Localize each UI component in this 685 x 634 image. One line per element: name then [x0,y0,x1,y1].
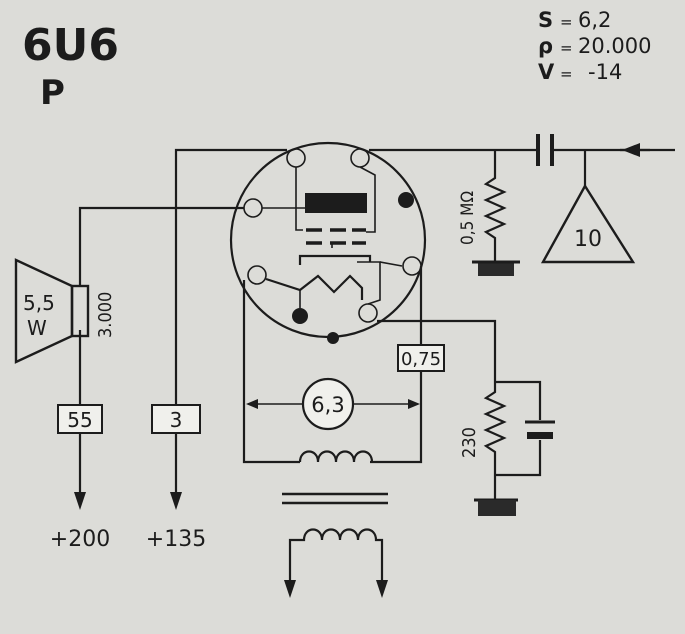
heater-transformer [282,450,388,598]
tube-cathode [298,254,372,265]
plate-supply-voltage: +200 [50,527,110,552]
cathode-ground-icon [474,498,518,516]
beam-plate-lead-right [359,166,376,233]
spec-symbol-rho: ρ [538,34,553,58]
tube-heater [265,274,364,300]
pin-right-lower [402,256,422,276]
spec-eq-rho: = [560,39,573,57]
spec-symbol-s: S [538,8,553,32]
heater-wire-right [370,266,423,464]
grid-ground-icon [478,262,514,276]
beam-plate-lead-left [295,167,303,231]
pin-bottom-right [358,303,378,323]
tube-envelope [229,141,427,339]
screen-supply-arrow-icon [170,492,182,510]
plate-current-box: 55 [57,404,103,434]
cathode-resistor-label: 230 [459,427,480,458]
bypass-cap-wire-top [495,380,542,420]
cathode-lead [357,261,381,305]
pin-unused-right [398,192,414,208]
tube-symbol [229,141,427,344]
speaker-power-unit: W [27,316,47,340]
grid-pin-lead [379,261,403,267]
tube-plate [305,193,367,213]
spec-value-v: -14 [588,60,622,84]
coupling-capacitor [536,134,554,166]
plate-wire [78,206,244,285]
pin-left-upper [243,198,263,218]
primary-arrow-left-icon [284,580,296,598]
primary-arrow-right-icon [376,580,388,598]
grid-resistor-label: 0,5 MΩ [458,191,478,245]
screen-supply-wire [174,148,287,495]
speaker-power-value: 5,5 [23,291,55,315]
heater-current: 0,75 [401,349,441,370]
spec-eq-v: = [560,65,573,83]
pin-top-right [350,148,370,168]
preamp-block: 10 [540,150,636,264]
spec-eq-s: = [560,13,573,31]
heater-wire-left [242,280,300,464]
screen-supply-voltage: +135 [146,527,206,552]
tube-subtitle: P [40,73,65,113]
transformer-secondary [298,450,374,463]
spec-value-rho: 20.000 [578,34,651,58]
pin-left-lower [247,265,267,285]
tube-name: 6U6 [22,20,119,71]
heater-voltage-dimension: 6,3 [246,377,420,431]
bypass-cap-wire-bottom [495,440,542,477]
preamp-gain: 10 [574,227,602,252]
spec-symbol-v: V [538,60,555,84]
pin-top-left [286,148,306,168]
input-arrow-icon [622,143,640,157]
transformer-primary [288,528,384,585]
screen-current: 3 [170,408,183,432]
plate-supply-arrow-icon [74,492,86,510]
speaker-impedance-label: 3.000 [95,292,116,338]
plate-current: 55 [67,408,92,432]
heater-voltage: 6,3 [311,393,344,417]
cathode-wire [377,319,497,382]
spec-list: S = 6,2 ρ = 20.000 V = -14 [538,8,651,84]
heater-current-box: 0,75 [397,344,445,372]
cathode-resistor [483,382,507,455]
pin-unused-bottom [292,308,308,324]
screen-current-box: 3 [151,404,201,434]
tube-key-notch [327,332,339,344]
spec-value-s: 6,2 [578,8,611,32]
speaker: 5,5 W [14,258,90,364]
grid-resistor [472,150,520,276]
bypass-capacitor [525,420,555,439]
